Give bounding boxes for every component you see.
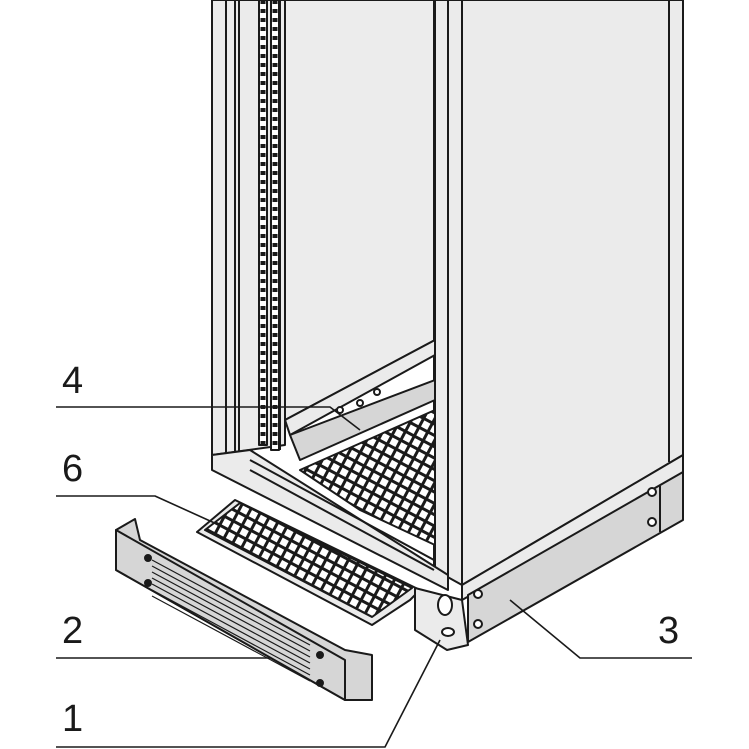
rack-cabinet: [211, 0, 684, 586]
callout-label-1: 1: [62, 698, 84, 740]
callout-label-3: 3: [658, 610, 680, 652]
part-4-rail-bracket: [284, 339, 436, 461]
interior-floor-mesh: [299, 409, 436, 546]
mounting-rail-perforated: [258, 0, 280, 451]
leader-line-4: [56, 406, 361, 431]
callout-label-4: 4: [62, 360, 84, 402]
leader-lines: [56, 406, 692, 748]
callout-label-6: 6: [62, 448, 84, 490]
leader-line-1: [56, 639, 441, 748]
leader-line-3: [509, 599, 692, 659]
leader-line-6: [56, 495, 231, 531]
callout-label-2: 2: [62, 610, 84, 652]
part-1-corner-foot: [414, 587, 469, 651]
part-3-side-plinth-panel: [467, 471, 684, 643]
part-2-plinth-vent-panel: [115, 518, 373, 701]
